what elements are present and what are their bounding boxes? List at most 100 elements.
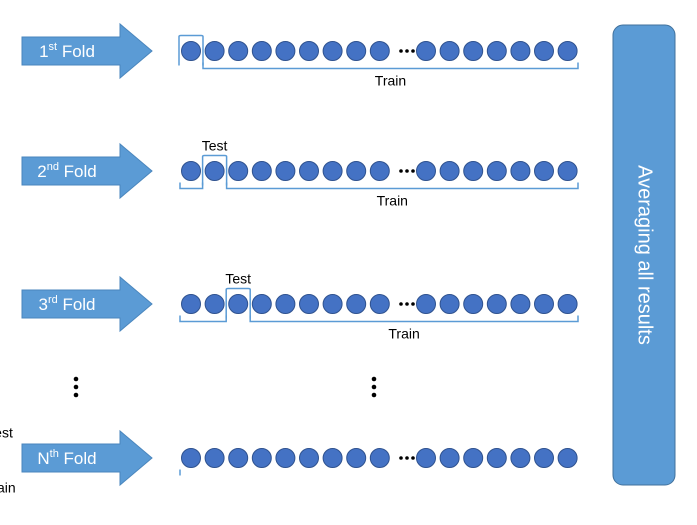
- train-bracket: [179, 182, 204, 190]
- row-ellipsis-dot: [411, 456, 415, 460]
- row-ellipsis-dot: [399, 49, 403, 53]
- ellipsis-dot: [73, 392, 79, 398]
- train-bracket: [202, 62, 579, 70]
- sample-circle: [463, 294, 484, 314]
- sample-circle: [534, 294, 554, 314]
- sample-circle: [228, 41, 249, 61]
- sample-circle: [251, 448, 272, 468]
- ellipsis-dot: [73, 384, 79, 390]
- row-ellipsis-dot: [399, 302, 403, 306]
- sample-circle: [486, 294, 507, 314]
- fold-arrow: [21, 275, 153, 333]
- sample-circle: [251, 41, 272, 61]
- sample-circle: [228, 161, 249, 181]
- row-ellipsis-dot: [411, 169, 415, 173]
- fold-label: 3rd Fold: [38, 294, 95, 314]
- sample-circle: [439, 41, 460, 61]
- fold-label-sup: th: [50, 448, 59, 460]
- sample-circle: [510, 448, 531, 468]
- fold-arrow: [21, 22, 153, 80]
- row-ellipsis-dot: [405, 49, 409, 53]
- left-vertical-ellipsis: [73, 376, 79, 398]
- sample-circle: [299, 448, 319, 468]
- fold-label-sup: nd: [47, 161, 59, 173]
- middle-vertical-ellipsis: [371, 376, 377, 398]
- ellipsis-dot: [371, 376, 377, 382]
- sample-circle: [299, 41, 319, 61]
- fold-label-sup: st: [49, 41, 58, 53]
- sample-circle: [346, 294, 367, 314]
- test-label: Test: [0, 425, 13, 441]
- sample-circle: [439, 161, 460, 181]
- train-label: Train: [377, 193, 408, 209]
- sample-circle: [510, 161, 531, 181]
- sample-circle: [204, 294, 225, 314]
- fold-label-prefix: 1: [39, 42, 48, 61]
- sample-circle: [369, 448, 390, 468]
- test-bracket: [201, 154, 228, 186]
- sample-circle: [275, 161, 296, 181]
- sample-circle: [251, 294, 272, 314]
- averaging-panel-label: Averaging all results: [634, 165, 656, 345]
- row-ellipsis-dot: [405, 456, 409, 460]
- sample-circle: [557, 294, 578, 314]
- row-ellipsis-dot: [411, 302, 415, 306]
- fold-label-prefix: N: [37, 449, 49, 468]
- sample-circle: [299, 294, 319, 314]
- sample-circle: [299, 161, 319, 181]
- sample-circle: [534, 448, 554, 468]
- fold-label: 2nd Fold: [37, 161, 97, 181]
- train-label: Train: [375, 73, 406, 89]
- sample-circle: [181, 41, 201, 61]
- sample-circle: [534, 41, 554, 61]
- fold-label-suffix: Fold: [59, 449, 97, 468]
- sample-circle: [251, 161, 272, 181]
- fold-label-sup: rd: [48, 294, 58, 306]
- row-ellipsis-dot: [411, 49, 415, 53]
- sample-circle: [463, 161, 484, 181]
- row-ellipsis-dot: [405, 169, 409, 173]
- row-ellipsis-dot: [405, 302, 409, 306]
- sample-circle: [557, 41, 578, 61]
- sample-circle: [275, 448, 296, 468]
- sample-circle: [181, 448, 201, 468]
- sample-circle: [486, 448, 507, 468]
- ellipsis-dot: [371, 392, 377, 398]
- sample-circle: [486, 161, 507, 181]
- row-ellipsis-dot: [399, 456, 403, 460]
- sample-circle: [416, 161, 436, 181]
- sample-circle: [322, 294, 343, 314]
- train-bracket: [179, 315, 227, 323]
- fold-label-suffix: Fold: [58, 295, 96, 314]
- sample-circle: [416, 41, 436, 61]
- fold-label-prefix: 3: [38, 295, 47, 314]
- sample-circle: [463, 41, 484, 61]
- sample-circle: [416, 294, 436, 314]
- sample-circle: [557, 448, 578, 468]
- sample-circle: [322, 448, 343, 468]
- sample-circle: [346, 448, 367, 468]
- sample-circle: [369, 161, 390, 181]
- ellipsis-dot: [73, 376, 79, 382]
- averaging-panel: Averaging all results: [612, 24, 676, 486]
- train-label: Train: [0, 480, 16, 496]
- fold-label: Nth Fold: [37, 448, 96, 468]
- sample-circle: [439, 448, 460, 468]
- averaging-panel-box: [612, 24, 676, 486]
- sample-circle: [510, 41, 531, 61]
- fold-arrow: [21, 429, 153, 487]
- fold-label-suffix: Fold: [57, 42, 95, 61]
- fold-label: 1st Fold: [39, 41, 95, 61]
- sample-circle: [181, 294, 201, 314]
- test-label: Test: [202, 138, 228, 154]
- ellipsis-dot: [371, 384, 377, 390]
- sample-circle: [275, 41, 296, 61]
- row-ellipsis-dot: [399, 169, 403, 173]
- sample-circle: [322, 161, 343, 181]
